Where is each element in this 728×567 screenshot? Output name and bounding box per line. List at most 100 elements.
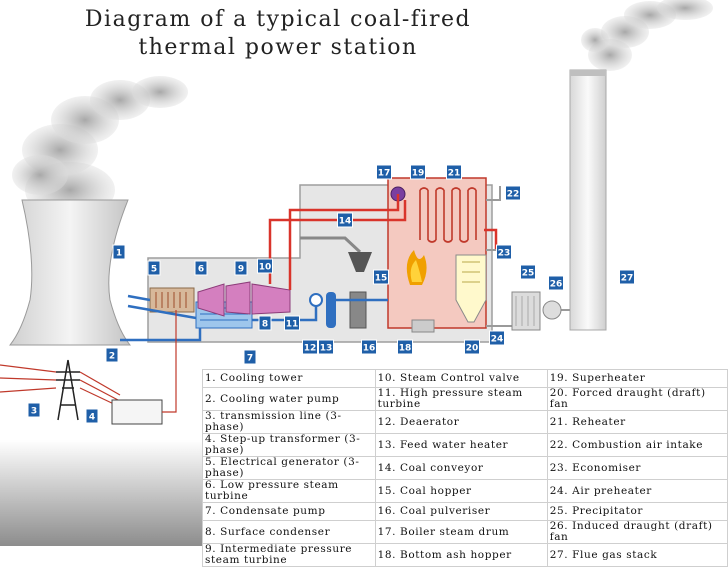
deaerator	[309, 293, 323, 307]
callout-number: 13	[320, 344, 333, 354]
bottom-ash-hopper	[411, 319, 435, 333]
callout-26: 26	[548, 275, 564, 291]
callout-19: 19	[410, 164, 426, 180]
callout-number: 23	[498, 249, 511, 259]
callout-11: 11	[284, 315, 300, 331]
transmission-tower	[56, 359, 80, 421]
legend-entry: 7. Condensate pump	[202, 502, 376, 521]
legend-entry: 1. Cooling tower	[202, 369, 376, 388]
callout-badge	[257, 258, 273, 274]
callout-badge	[373, 269, 389, 285]
superheater-coils	[419, 187, 477, 243]
callout-20: 20	[464, 339, 480, 355]
flue-gas-stack	[569, 69, 607, 331]
callout-1: 1	[112, 244, 126, 260]
callout-number: 15	[375, 274, 388, 284]
bottom-shadow	[0, 440, 202, 546]
callout-badge	[105, 347, 119, 363]
coal-hopper	[348, 252, 372, 272]
callout-7: 7	[243, 349, 257, 365]
callout-4: 4	[85, 408, 99, 424]
callout-9: 9	[234, 260, 248, 276]
legend-row: 4. Step-up transformer (3-phase)13. Feed…	[202, 433, 728, 457]
callout-14: 14	[337, 212, 353, 228]
callout-22: 22	[505, 185, 521, 201]
generator-to-transformer-cable	[162, 310, 177, 413]
callout-12: 12	[302, 339, 318, 355]
callout-badge	[337, 212, 353, 228]
legend-row: 5. Electrical generator (3-phase)14. Coa…	[202, 456, 728, 480]
callout-18: 18	[397, 339, 413, 355]
legend-entry: 2. Cooling water pump	[202, 387, 376, 411]
callout-number: 21	[448, 169, 461, 179]
transmission-lines	[0, 364, 121, 406]
callout-badge	[284, 315, 300, 331]
callout-number: 22	[507, 190, 520, 200]
legend-entry: 8. Surface condenser	[202, 520, 376, 544]
callout-badge	[318, 339, 334, 355]
callout-3: 3	[27, 402, 41, 418]
callout-number: 8	[262, 320, 268, 330]
callout-27: 27	[619, 269, 635, 285]
callout-number: 12	[304, 344, 317, 354]
water-pipes	[120, 294, 388, 342]
callout-badge	[27, 402, 41, 418]
low-pressure-turbine	[197, 283, 225, 317]
callout-number: 27	[621, 274, 634, 284]
callout-badge	[147, 260, 161, 276]
legend-entry: 14. Coal conveyor	[374, 456, 548, 480]
callout-number: 3	[31, 407, 37, 417]
precipitator	[511, 291, 541, 331]
legend-entry: 15. Coal hopper	[374, 479, 548, 503]
callout-badge	[446, 164, 462, 180]
legend-entry: 13. Feed water heater	[374, 433, 548, 457]
callout-number: 6	[198, 265, 204, 275]
legend-entry: 20. Forced draught (draft) fan	[546, 387, 728, 411]
induced-draught-fan	[542, 300, 562, 320]
callout-badge	[548, 275, 564, 291]
intermediate-pressure-turbine	[225, 281, 251, 315]
callout-badge	[112, 244, 126, 260]
callout-number: 7	[247, 354, 253, 364]
legend-entry: 10. Steam Control valve	[374, 369, 548, 388]
legend-entry: 9. Intermediate pressure steam turbine	[202, 543, 376, 567]
callout-8: 8	[258, 315, 272, 331]
callout-25: 25	[520, 264, 536, 280]
callout-number: 19	[412, 169, 425, 179]
callout-badge	[397, 339, 413, 355]
legend-entry: 26. Induced draught (draft) fan	[546, 520, 728, 544]
callout-number: 11	[286, 320, 299, 330]
callout-badge	[194, 260, 208, 276]
callout-16: 16	[361, 339, 377, 355]
callout-number: 26	[550, 280, 563, 290]
callout-badge	[361, 339, 377, 355]
legend-entry: 23. Economiser	[546, 456, 728, 480]
callout-number: 10	[259, 263, 272, 273]
callout-number: 25	[522, 269, 535, 279]
callout-number: 5	[151, 265, 157, 275]
callout-badge	[464, 339, 480, 355]
callout-number: 14	[339, 217, 352, 227]
callout-5: 5	[147, 260, 161, 276]
legend-entry: 18. Bottom ash hopper	[374, 543, 548, 567]
callout-6: 6	[194, 260, 208, 276]
callout-badge	[505, 185, 521, 201]
callout-10: 10	[257, 258, 273, 274]
legend-entry: 5. Electrical generator (3-phase)	[202, 456, 376, 480]
legend-entry: 17. Boiler steam drum	[374, 520, 548, 544]
callout-badge	[243, 349, 257, 365]
electrical-generator	[149, 287, 195, 313]
callout-number: 1	[116, 249, 122, 259]
callout-number: 20	[466, 344, 479, 354]
legend-entry: 16. Coal pulveriser	[374, 502, 548, 521]
callout-number: 2	[109, 352, 115, 362]
callout-2: 2	[105, 347, 119, 363]
legend-entry: 12. Deaerator	[374, 410, 548, 434]
